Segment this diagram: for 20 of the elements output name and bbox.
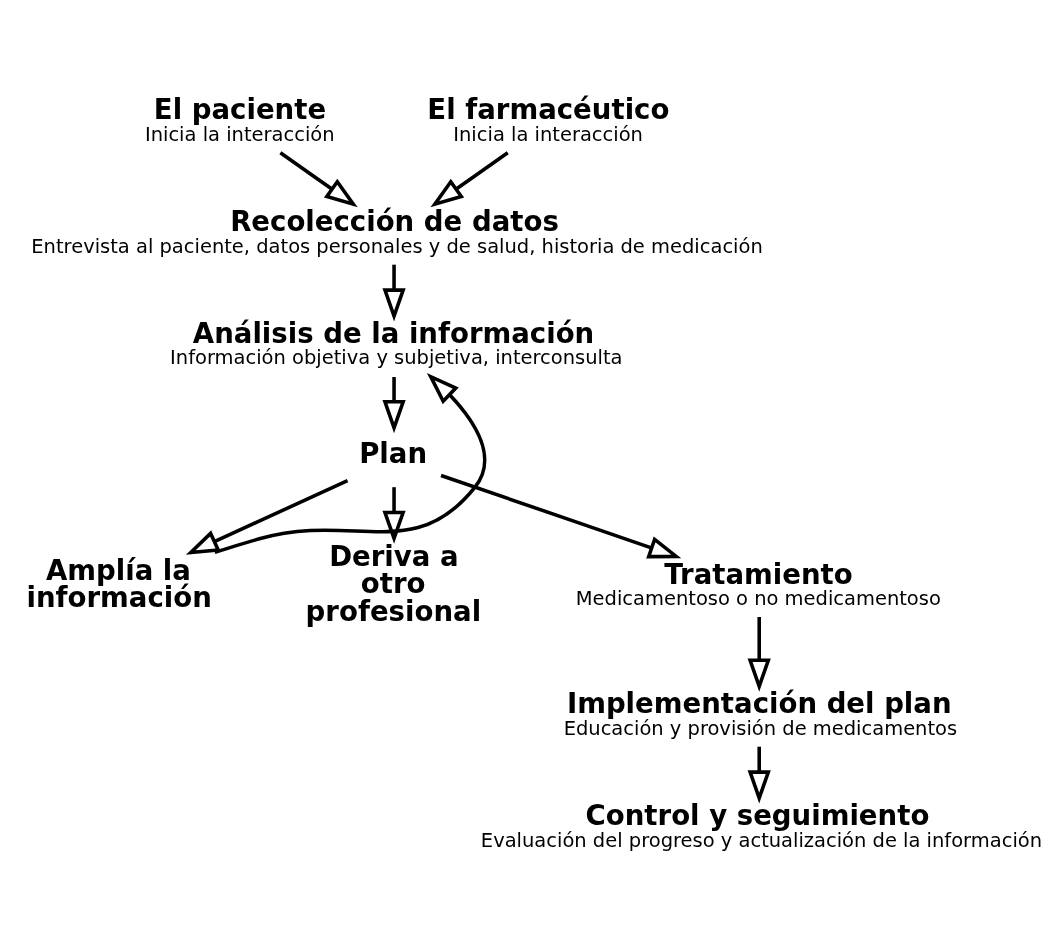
node-text: Análisis de la información Información objetiva y subjetiva, interconsulta	[170, 317, 623, 370]
node-text: Control y seguimiento Evaluación del progreso y actualización de la información	[480, 799, 1043, 852]
node-text: Deriva a otro profesional	[305, 539, 482, 628]
node-text: Amplía la información	[26, 553, 212, 615]
arrow	[382, 377, 406, 434]
node-text: Recolección de datos Entrevista al paciente, datos personales y de salud, historia de medicación	[31, 205, 763, 258]
arrow	[185, 479, 349, 555]
node-text: Tratamiento Medicamentoso o no medicamentoso	[575, 557, 941, 610]
node-text: Implementación del plan Educación y provisión de medicamentos	[563, 687, 958, 740]
arrow	[747, 617, 771, 692]
node-text: El farmacéutico Inicia la interacción	[427, 93, 670, 146]
node-text: Plan	[359, 436, 428, 470]
arrow	[279, 151, 358, 208]
arrow	[214, 372, 487, 555]
node-text: El paciente Inicia la interacción	[144, 93, 335, 146]
arrow	[382, 264, 406, 322]
arrow	[747, 746, 771, 804]
arrow	[440, 473, 682, 559]
arrow	[382, 487, 406, 544]
arrow	[430, 151, 509, 208]
